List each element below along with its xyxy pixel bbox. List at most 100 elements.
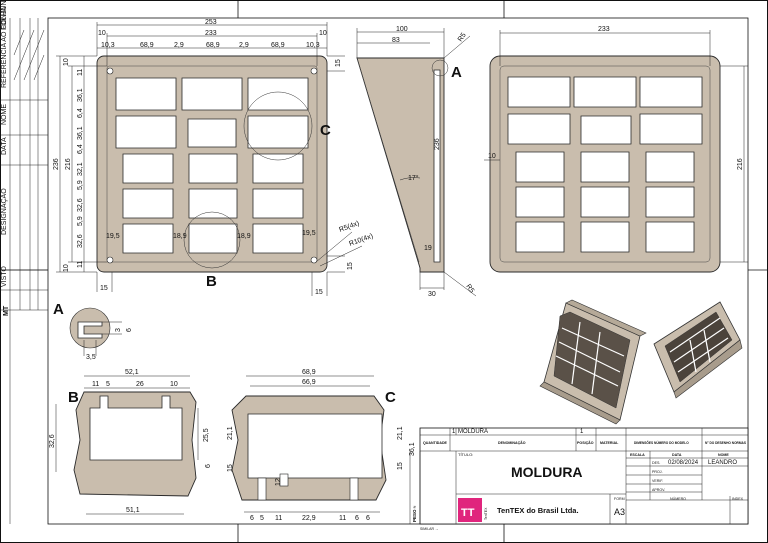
dim-left-9: 5,9 (77, 216, 84, 226)
dim-left-0: 10 (63, 58, 70, 66)
side-dim-100: 100 (396, 26, 408, 33)
detail-a-dim-3-5: 3,5 (86, 354, 96, 361)
detail-a-dim-6: 6 (126, 328, 133, 332)
detail-b-dim-32-6: 32,6 (49, 434, 56, 448)
strip-designacao-label: DESIGNAÇÃO (0, 188, 8, 235)
detail-c-dim-15-left: 15 (227, 464, 234, 472)
tb-des-label: DES. (652, 461, 660, 465)
detail-c-dim-b0: 6 (250, 515, 254, 522)
dim-left-12: 11 (77, 261, 84, 268)
dim-left-10: 32,6 (77, 234, 84, 248)
dim-left-11: 10 (63, 264, 70, 272)
dim-233: 233 (205, 30, 217, 37)
detail-c-dim-15-right: 15 (397, 462, 404, 470)
tb-verif-label: VERIF. (652, 479, 663, 483)
detail-b-dim-51-1: 51,1 (126, 507, 140, 514)
tb-header-denom: DENOMINAÇÃO (498, 440, 526, 445)
back-view: 233 10 216 (484, 26, 748, 273)
tb-row-name: MOLDURA (458, 429, 488, 435)
dim-col-1: 68,9 (140, 42, 154, 49)
detail-b-dim-10: 10 (170, 381, 178, 388)
back-dim-216: 216 (737, 158, 744, 170)
isometric-back (653, 301, 743, 399)
dim-col-5: 68,9 (271, 42, 285, 49)
detail-a-label: A (53, 301, 64, 318)
side-dim-83: 83 (392, 37, 400, 44)
screw-hole-icon (106, 256, 114, 264)
tb-logo-brand: TenTEX (484, 507, 488, 520)
tb-date: 02/08/2024 (668, 460, 699, 466)
detail-b-dim-52-1: 52,1 (125, 369, 139, 376)
detail-a-dim-3: 3 (115, 328, 122, 332)
tb-row-qty: 1 (580, 429, 584, 435)
tb-header-pos: POSIÇÃO (577, 440, 594, 445)
screw-hole-icon (310, 256, 318, 264)
strip-data-label: DATA (1, 137, 8, 155)
detail-b-label: B (68, 389, 79, 406)
tb-index-label: INDEX (732, 497, 744, 501)
back-dim-10: 10 (488, 153, 496, 160)
side-dim-236: 236 (434, 138, 441, 150)
dim-216: 216 (65, 158, 72, 170)
dim-253: 253 (205, 19, 217, 26)
back-dim-233: 233 (598, 26, 610, 33)
inner-dim-2: 18,9 (237, 233, 251, 240)
detail-a-marker: A (451, 64, 462, 81)
strip-ref-label: REFERENCIA AO CONJUNTO N° (0, 0, 8, 88)
side-dim-angle: 17° (408, 174, 419, 182)
tb-numero-label: NÚMERO (670, 496, 686, 501)
dim-left-1: 11 (77, 69, 84, 76)
dim-col-6: 10,3 (306, 42, 320, 49)
dim-bottom-15-left: 15 (100, 285, 108, 292)
title-block: 1 MOLDURA 1 QUANTIDADE DENOMINAÇÃO POSIÇ… (409, 427, 749, 531)
detail-c-dim-b5: 6 (355, 515, 359, 522)
tb-logo-text: TT (461, 507, 475, 519)
strip-visto-label: VISTO (1, 266, 8, 287)
tb-header-norms: N° DO DESENHO NORMAS (705, 441, 746, 445)
side-dim-30: 30 (428, 291, 436, 298)
tb-header-dim: DIMENSÕES NÚMERO DO MODELO (634, 440, 689, 445)
detail-b-dim-26: 26 (136, 381, 144, 388)
side-profile (356, 57, 445, 273)
tb-name: LEANDRO (708, 460, 737, 466)
dim-236: 236 (53, 158, 60, 170)
strip-mt-label: MT (3, 305, 10, 316)
tb-company: TenTEX do Brasil Ltda. (497, 506, 579, 515)
dim-left-2: 36,1 (77, 88, 84, 102)
dim-left-7: 5,9 (77, 180, 84, 190)
tb-nome-label: NOME (718, 453, 729, 457)
detail-c-dim-b3: 22,9 (302, 515, 316, 522)
screw-hole-icon (310, 67, 318, 75)
tb-header-material: MATERIAL (600, 441, 619, 445)
side-dim-r5-top: R5 (457, 32, 468, 43)
isometric-front (539, 299, 647, 425)
detail-b: B 52,1 11 5 26 10 32,6 25,5 6 51,1 (49, 369, 212, 515)
detail-c-dim-b6: 6 (366, 515, 370, 522)
tb-peso-label: PESO ≈ (412, 505, 417, 522)
tb-form-label: FORM (614, 497, 625, 501)
left-revision-strip: REFERENCIA AO CONJUNTO N° FOLHA NOME DAT… (0, 0, 48, 524)
dim-right-15-top: 15 (335, 59, 342, 67)
detail-c-dim-68-9: 68,9 (302, 369, 316, 376)
dim-10-left: 10 (98, 30, 106, 37)
inner-dim-1: 18,9 (173, 233, 187, 240)
tb-titulo-label: TÍTULO: (458, 452, 473, 457)
detail-c-dim-21-1-left: 21,1 (227, 426, 234, 440)
dim-left-3: 6,4 (77, 108, 84, 118)
tentex-logo-icon (458, 498, 482, 522)
tb-title: MOLDURA (511, 464, 583, 480)
detail-c-dim-66-9: 66,9 (302, 379, 316, 386)
tb-data-label: DATA (672, 453, 682, 457)
detail-c-dim-b1: 5 (260, 515, 264, 522)
tb-row-item: 1 (452, 429, 456, 435)
tb-header-qty: QUANTIDADE (423, 441, 448, 445)
dim-right-15-bottom: 15 (347, 262, 354, 270)
detail-c-dim-b4: 11 (339, 515, 346, 522)
dim-col-3: 68,9 (206, 42, 220, 49)
screw-hole-icon (106, 67, 114, 75)
dim-left-8: 32,6 (77, 198, 84, 212)
side-dim-19: 19 (424, 245, 432, 252)
dim-col-0: 10,3 (101, 42, 115, 49)
dim-col-2: 2,9 (174, 42, 184, 49)
detail-c-dim-21-1-right: 21,1 (397, 426, 404, 440)
